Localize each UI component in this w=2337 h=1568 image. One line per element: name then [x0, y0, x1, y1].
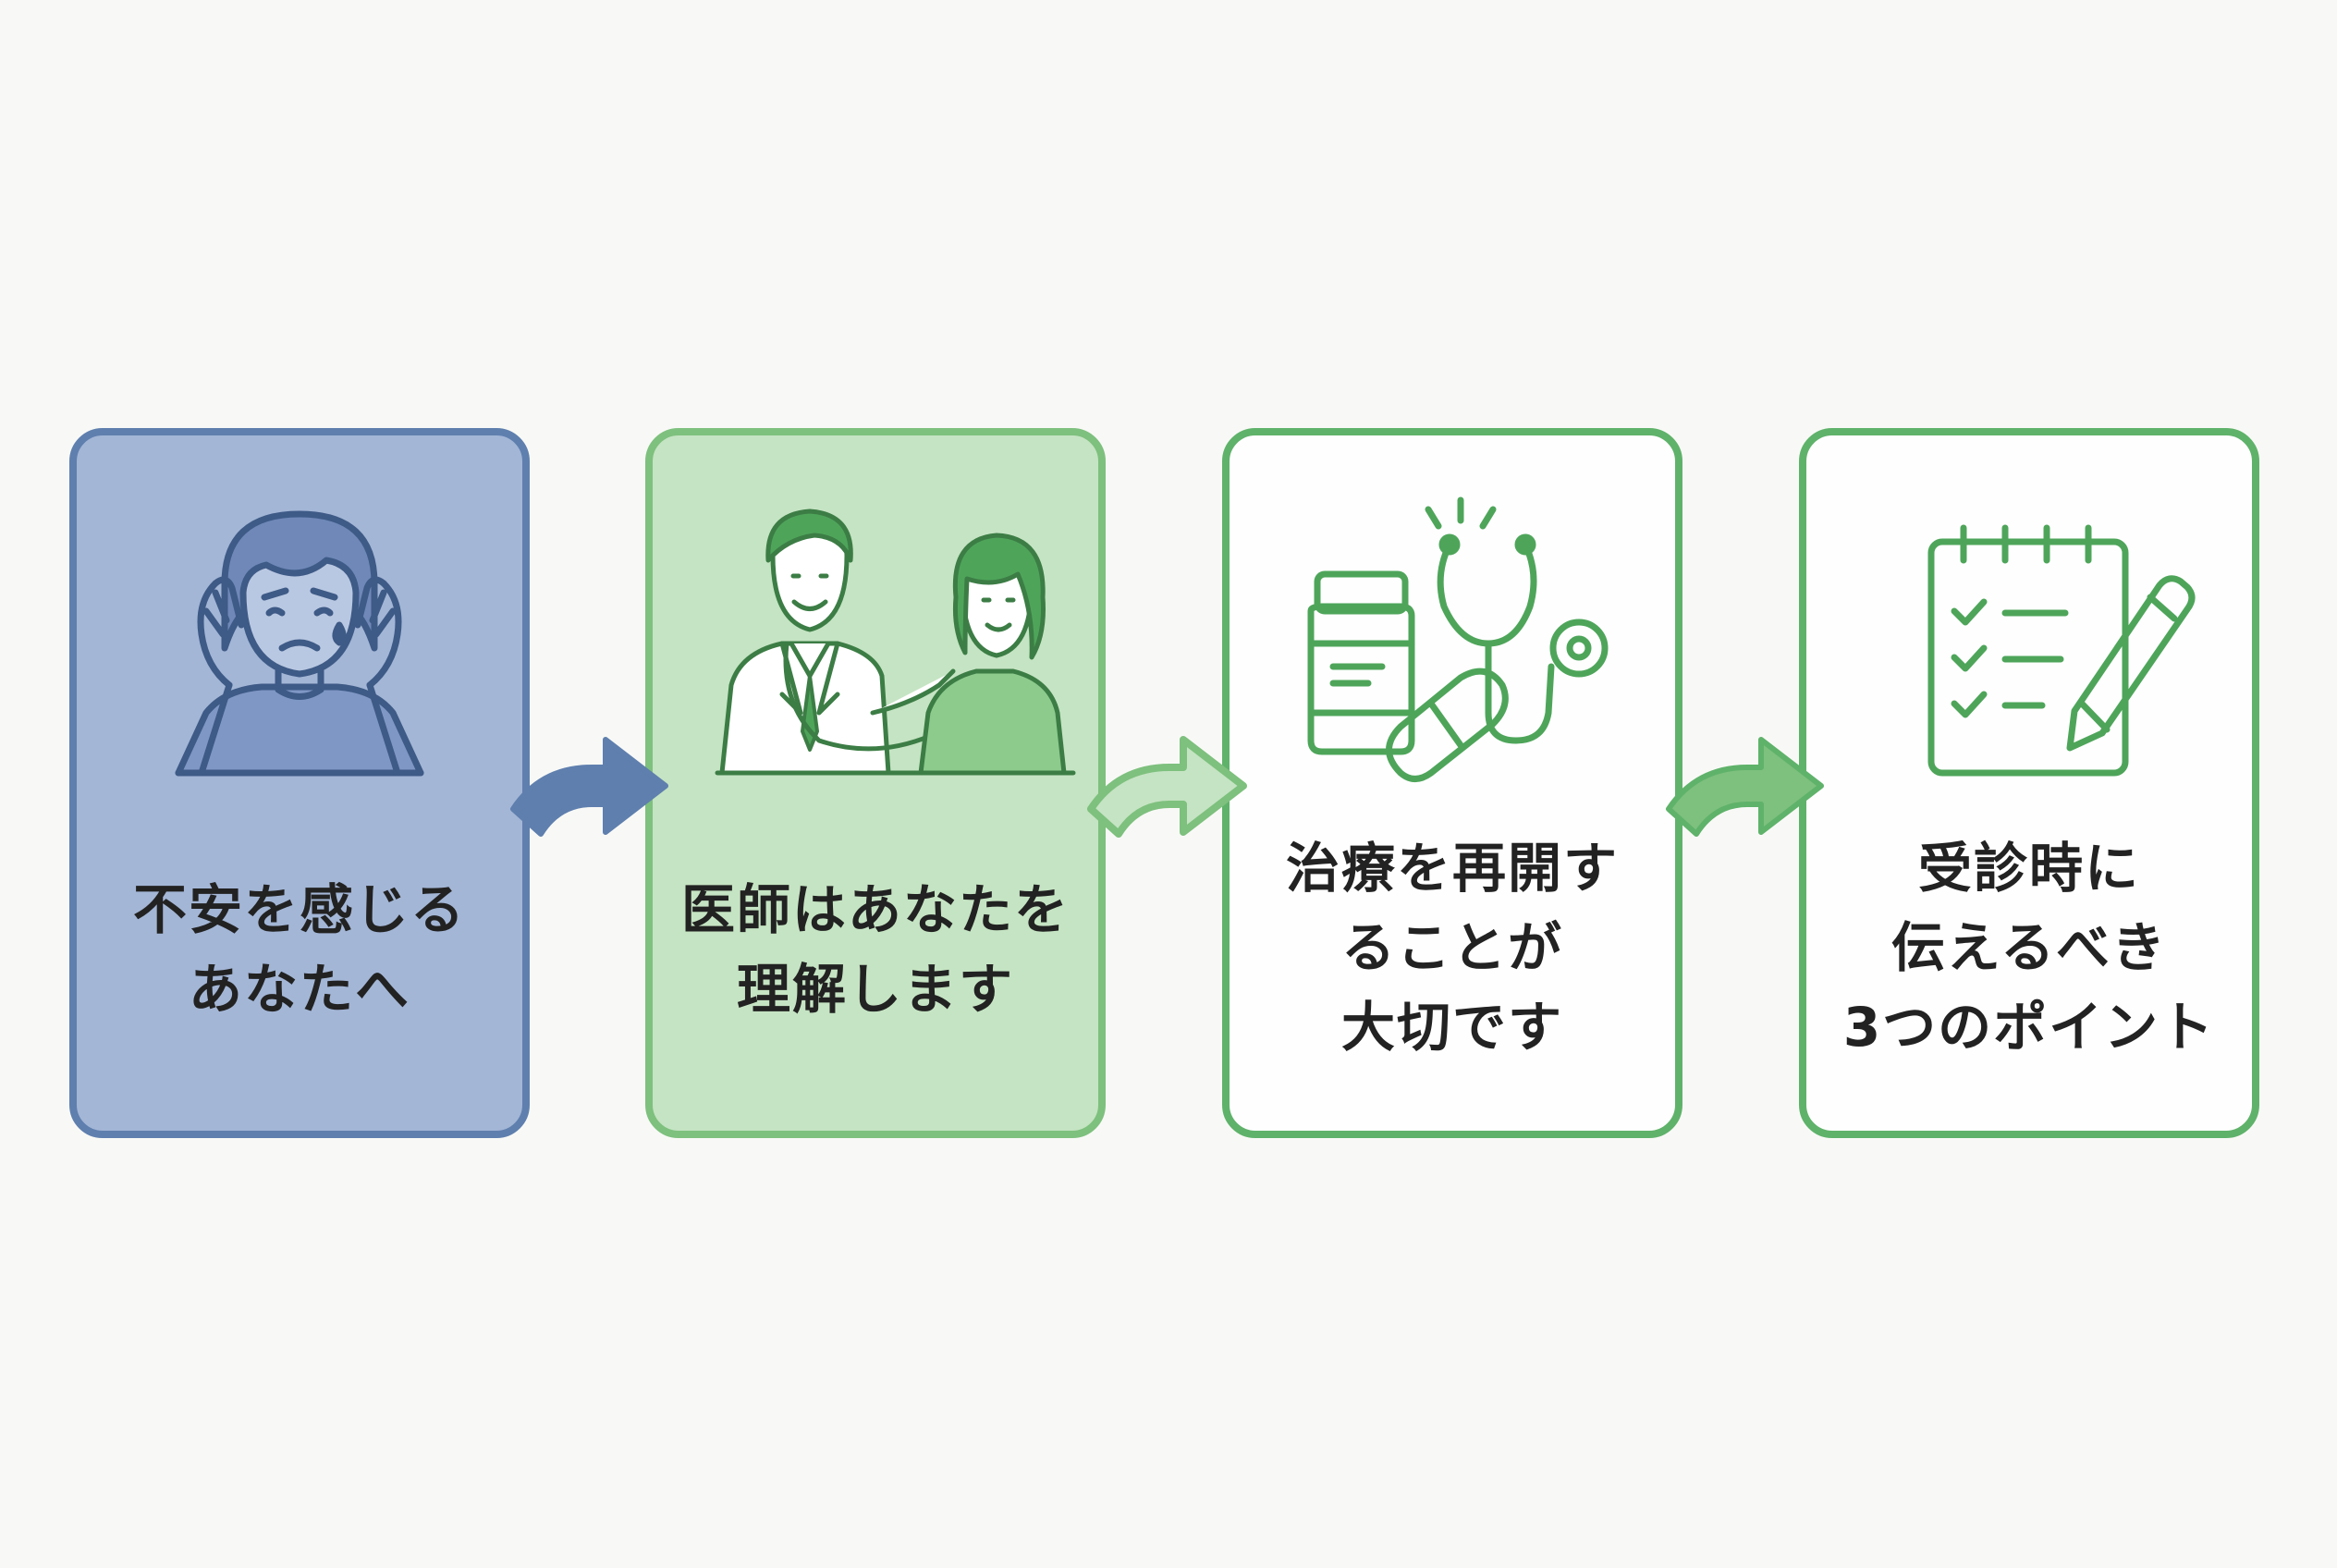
- step-card-4: 受診時に 伝えるべき 3つのポイント: [1799, 428, 2259, 1138]
- step-4-line-2: 伝えるべき: [1890, 916, 2168, 979]
- step-1-line-1: 不安を感じる: [132, 878, 466, 941]
- step-2-line-2: 理解します: [736, 958, 1014, 1021]
- step-3-line-3: 大切です: [1340, 996, 1563, 1059]
- step-4-line-3: 3つのポイント: [1842, 996, 2216, 1059]
- checklist-pencil-icon: [1927, 524, 2196, 777]
- step-3-line-1: 治療を再開す: [1285, 837, 1619, 900]
- arrow-right-icon: [1087, 736, 1247, 838]
- step-1-line-2: あなたへ: [188, 958, 410, 1021]
- medicine-stethoscope-icon: [1307, 496, 1609, 782]
- arrow-right-icon: [510, 737, 668, 837]
- step-2-line-1: 医師はあなたを: [680, 878, 1070, 941]
- step-card-2: 医師はあなたを 理解します: [645, 428, 1106, 1138]
- step-4-line-1: 受診時に: [1917, 837, 2140, 900]
- worried-person-icon: [175, 510, 424, 777]
- step-4-text: 受診時に 伝えるべき 3つのポイント: [1806, 828, 2252, 1067]
- doctor-patient-icon: [715, 508, 1076, 776]
- step-3-text: 治療を再開す ることが 大切です: [1230, 828, 1675, 1067]
- step-card-3: 治療を再開す ることが 大切です: [1222, 428, 1682, 1138]
- step-3-line-2: ることが: [1340, 916, 1563, 979]
- step-card-1: 不安を感じる あなたへ: [69, 428, 530, 1138]
- step-2-text: 医師はあなたを 理解します: [653, 870, 1098, 1029]
- step-1-text: 不安を感じる あなたへ: [77, 870, 522, 1029]
- arrow-right-icon: [1666, 737, 1824, 837]
